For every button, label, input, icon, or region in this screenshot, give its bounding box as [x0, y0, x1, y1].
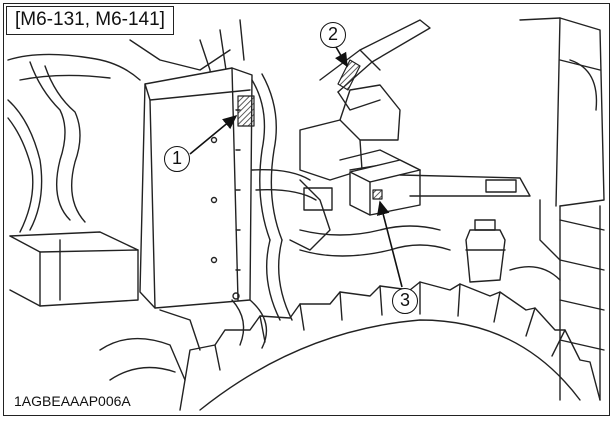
leader-line-3 [377, 200, 403, 288]
upper-arm [319, 19, 431, 111]
figure-code: 1AGBEAAAP006A [12, 393, 133, 409]
callout-3: 3 [392, 288, 418, 314]
leader-line-1 [189, 114, 238, 155]
callout-1: 1 [164, 146, 190, 172]
leader-line-2 [335, 46, 348, 68]
right-cab-frame [399, 17, 605, 401]
label-sticker-2 [337, 59, 361, 91]
reservoir-bottle [465, 219, 561, 283]
wiring-harness [251, 73, 317, 321]
control-panel-box [139, 67, 253, 309]
left-lower-component [9, 231, 139, 307]
model-label: [M6-131, M6-141] [6, 6, 174, 35]
label-sticker-3 [372, 189, 383, 200]
label-sticker-1 [237, 95, 255, 127]
lower-left-parts [99, 299, 268, 381]
relay-block [349, 159, 421, 216]
callout-2: 2 [320, 22, 346, 48]
